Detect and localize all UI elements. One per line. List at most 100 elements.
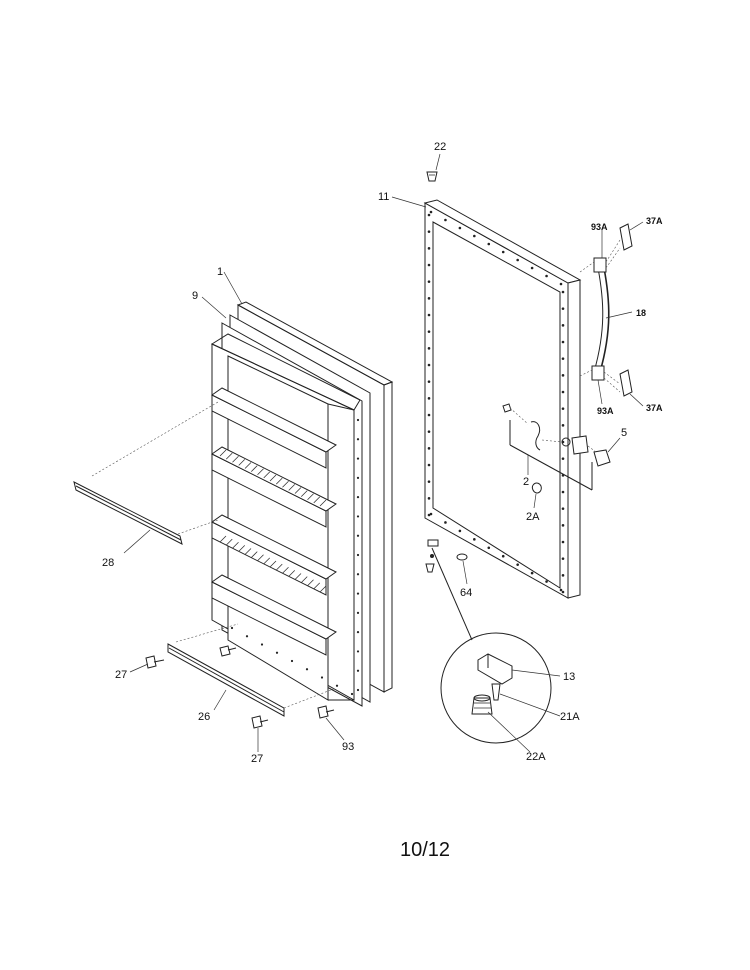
liner-dot bbox=[356, 476, 360, 479]
rack-wire bbox=[288, 570, 296, 577]
door-frame-dot bbox=[427, 230, 431, 233]
callout-26: 26 bbox=[198, 711, 210, 723]
door-frame-dot bbox=[429, 512, 433, 516]
liner-dot bbox=[356, 592, 360, 595]
rack-wire bbox=[307, 579, 314, 587]
liner-dot bbox=[356, 438, 360, 441]
door-frame-dot bbox=[516, 258, 519, 262]
door-frame-dot bbox=[427, 513, 431, 517]
door-frame-dot bbox=[444, 521, 447, 524]
liner-dot bbox=[356, 515, 360, 518]
liner-dot bbox=[260, 643, 264, 646]
callout-93a-bottom: 93A bbox=[597, 406, 614, 416]
liner-dot bbox=[356, 418, 360, 422]
door-frame-dot bbox=[427, 413, 431, 417]
door-frame-dot bbox=[427, 480, 431, 483]
callout-22-top: 22 bbox=[434, 141, 446, 153]
door-frame-dot bbox=[427, 463, 431, 467]
lower-hinge-hardware bbox=[425, 539, 468, 573]
callout-5: 5 bbox=[621, 427, 627, 439]
door-frame-dot bbox=[561, 507, 565, 510]
door-shelves bbox=[211, 387, 337, 656]
door-frame-dot bbox=[427, 363, 431, 367]
hinge-cap-part-22 bbox=[426, 171, 438, 182]
callout-64: 64 bbox=[460, 587, 472, 599]
door-frame-dot bbox=[427, 497, 431, 500]
door-frame-dot bbox=[427, 347, 431, 350]
rack-wire bbox=[269, 560, 277, 568]
rack-wire bbox=[219, 535, 227, 543]
door-frame-dot bbox=[561, 390, 565, 394]
callout-93: 93 bbox=[342, 741, 354, 753]
trim-strip-part-28 bbox=[73, 401, 219, 545]
callout-13: 13 bbox=[563, 671, 575, 683]
rack-wire bbox=[313, 496, 321, 504]
rack-wire bbox=[275, 563, 283, 571]
rack-wire bbox=[269, 474, 277, 482]
liner-dot bbox=[356, 611, 360, 614]
liner-dot bbox=[356, 496, 360, 499]
door-frame-dot bbox=[427, 430, 431, 433]
rack-wire bbox=[294, 573, 302, 580]
door-frame-dot bbox=[458, 529, 462, 533]
rack-wire bbox=[263, 471, 271, 479]
liner-dot bbox=[335, 684, 339, 687]
door-frame-dot bbox=[561, 557, 565, 560]
door-frame-dot bbox=[427, 447, 431, 450]
door-frame-dot bbox=[561, 374, 565, 377]
door-frame-dot bbox=[427, 297, 431, 300]
callout-18: 18 bbox=[636, 308, 646, 318]
leader-lines bbox=[123, 153, 644, 753]
callout-11: 11 bbox=[378, 191, 389, 203]
rack-wire bbox=[294, 487, 302, 494]
door-frame-dot bbox=[561, 357, 565, 360]
rack-wire bbox=[257, 554, 264, 562]
rack-wire bbox=[282, 480, 289, 488]
rack-wire bbox=[244, 548, 252, 555]
liner-dot bbox=[356, 534, 360, 537]
door-frame-dot bbox=[561, 490, 565, 494]
liner-dot bbox=[290, 659, 294, 663]
door-frame-dot bbox=[473, 538, 476, 541]
rack-wire bbox=[300, 490, 308, 497]
door-frame-dot bbox=[561, 590, 565, 594]
liner-dot bbox=[356, 457, 360, 460]
door-frame-dot bbox=[427, 247, 431, 250]
door-frame-dot bbox=[427, 280, 431, 283]
liner-dot bbox=[350, 692, 354, 696]
latch-parts bbox=[502, 403, 611, 494]
liner-dot bbox=[356, 553, 360, 557]
callout-1: 1 bbox=[217, 266, 223, 278]
rack-wire bbox=[232, 541, 239, 549]
door-frame-dot bbox=[561, 574, 565, 577]
trim-strip-part-26 bbox=[167, 623, 337, 717]
rack-wire bbox=[257, 468, 264, 476]
door-frame-dot bbox=[561, 457, 565, 460]
door-frame-dot bbox=[458, 226, 462, 230]
door-frame-dot bbox=[561, 324, 565, 327]
door-frame-dot bbox=[561, 424, 565, 427]
rack-wire bbox=[244, 462, 252, 469]
rack-wire bbox=[219, 449, 227, 457]
handle-assembly bbox=[579, 223, 633, 397]
liner-dot bbox=[245, 635, 249, 638]
callout-2a: 2A bbox=[526, 511, 540, 523]
door-frame-dot bbox=[530, 571, 534, 575]
door-frame-dot bbox=[427, 313, 431, 317]
door-frame-dot bbox=[561, 407, 565, 410]
liner-dot bbox=[356, 573, 360, 576]
rack-wire bbox=[307, 493, 314, 501]
liner-dot bbox=[305, 668, 309, 671]
callout-22a: 22A bbox=[526, 751, 546, 763]
door-frame-dot bbox=[501, 250, 505, 254]
callout-27-bottom: 27 bbox=[251, 753, 263, 765]
door-frame-dot bbox=[530, 266, 534, 270]
rack-wire bbox=[288, 484, 296, 491]
rack-wire bbox=[250, 465, 258, 472]
door-frame-dot bbox=[427, 213, 431, 217]
callout-9: 9 bbox=[192, 290, 198, 302]
liner-dot bbox=[356, 688, 360, 692]
callout-93a-top: 93A bbox=[591, 222, 608, 232]
door-frame-dot bbox=[559, 588, 563, 592]
